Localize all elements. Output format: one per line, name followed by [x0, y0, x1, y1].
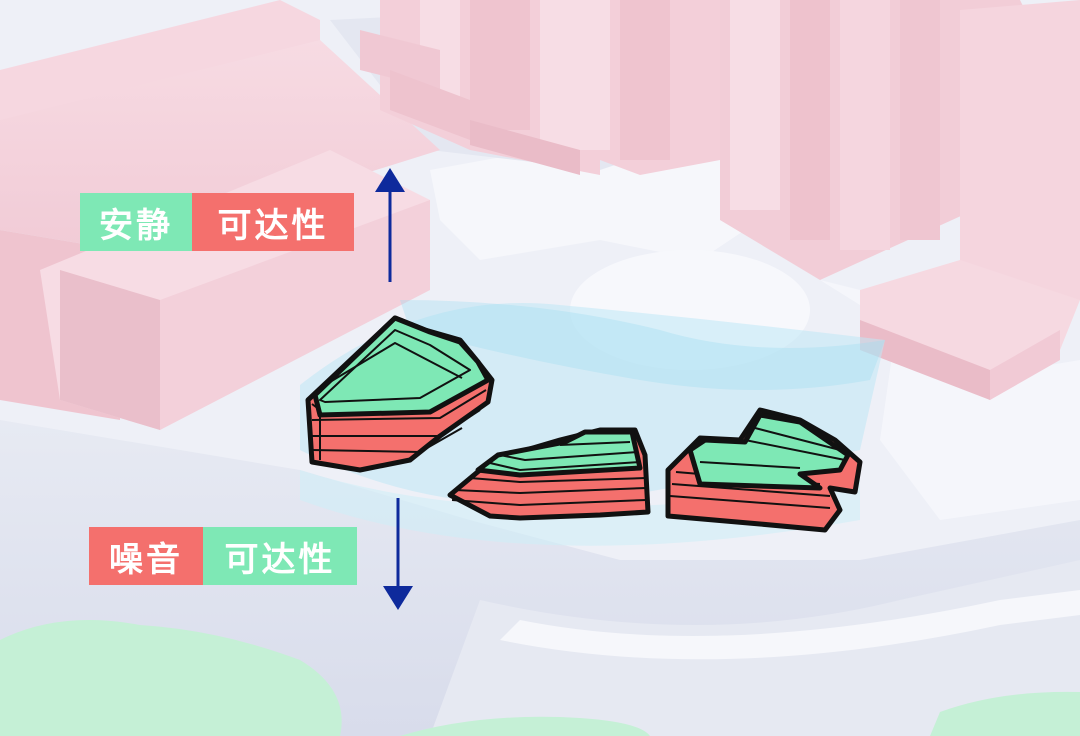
accessibility-tag-top: 可达性 [192, 193, 354, 251]
noise-tag: 噪音 [89, 527, 203, 585]
quiet-tag: 安静 [80, 193, 192, 251]
quiet-access-label: 安静 可达性 [80, 193, 354, 251]
noise-access-label: 噪音 可达性 [89, 527, 357, 585]
accessibility-tag-bottom: 可达性 [203, 527, 357, 585]
